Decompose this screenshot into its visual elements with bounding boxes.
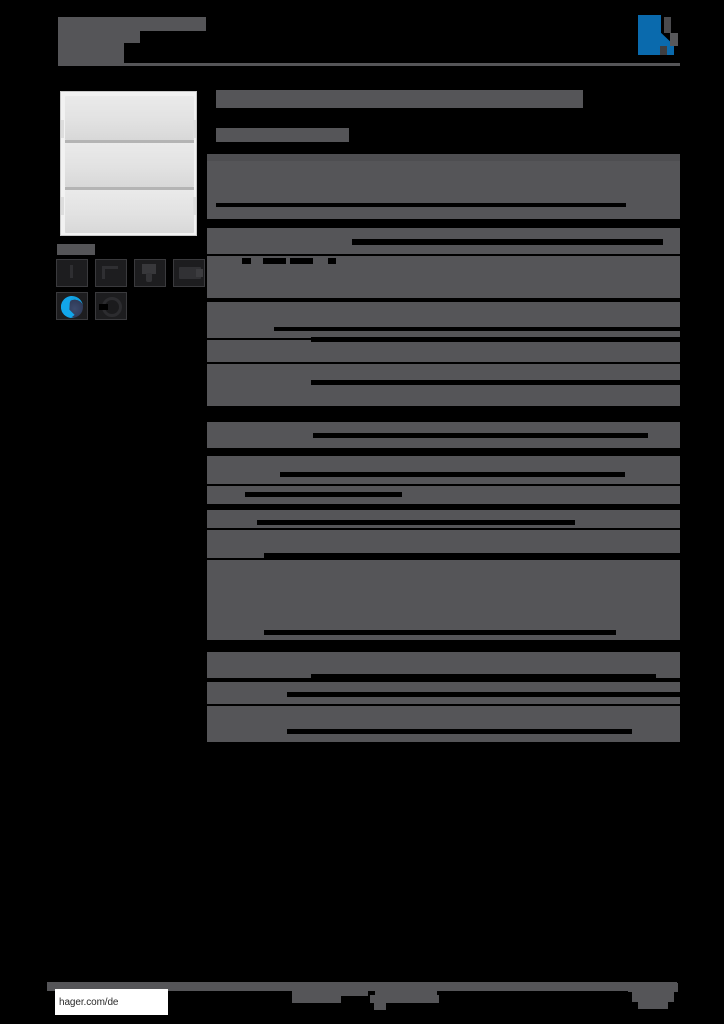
- spec-row: [207, 706, 680, 742]
- product-rocker-gap-1: [65, 140, 194, 143]
- thumb-art-switch-rocker: [70, 265, 73, 278]
- footer-center-line: [374, 1003, 386, 1010]
- footer-url-text: hager.com/de: [59, 996, 119, 1008]
- thumb-art-frame-top: [102, 266, 118, 269]
- document-title-line-1: [58, 17, 206, 31]
- product-rocker-bottom: [65, 190, 194, 233]
- product-rocker-top: [65, 96, 194, 140]
- footer-url-badge[interactable]: hager.com/de: [55, 989, 168, 1015]
- footer-right-line: [632, 992, 674, 1002]
- header-divider: [58, 63, 680, 66]
- spec-row-gap: [287, 729, 632, 734]
- spec-row: [207, 386, 680, 406]
- spec-row-gap: [245, 492, 402, 497]
- footer-center-line: [292, 986, 368, 996]
- footer-center-line: [375, 986, 437, 996]
- spec-row-gap: [216, 203, 626, 207]
- product-photo-3-gang-rocker-switch[interactable]: [60, 91, 197, 236]
- spec-row: [207, 486, 680, 504]
- product-subheading: [216, 128, 349, 142]
- thumbnail-separator-2: [128, 259, 133, 287]
- spec-row-gap: [352, 239, 663, 245]
- spec-row-gap: [257, 520, 575, 525]
- thumbnail-3-dimension-drawing[interactable]: [134, 259, 166, 287]
- thumb-art-notch: [99, 304, 108, 310]
- spec-row: [207, 272, 680, 298]
- footer-right-line: [628, 983, 678, 992]
- spec-row: [207, 207, 680, 219]
- logo-blue-stem: [638, 15, 661, 55]
- spec-row: [207, 510, 680, 528]
- thumbnail-6-round-module[interactable]: [95, 292, 127, 320]
- spec-row-gap: [264, 553, 680, 558]
- thumbnail-separator-1: [89, 259, 94, 287]
- spec-row-gap: [311, 380, 680, 385]
- spec-row: [207, 256, 680, 272]
- spec-row-gap: [290, 258, 313, 264]
- spec-row: [207, 652, 680, 678]
- thumb-art-frame-side: [102, 266, 105, 279]
- hager-logo-icon: [636, 11, 684, 55]
- thumbnail-separator-4: [89, 292, 94, 320]
- thumbnail-5-blue-sphere[interactable]: [56, 292, 88, 320]
- thumbnail-separator-3: [167, 259, 172, 287]
- gallery-label: [57, 244, 95, 255]
- spec-row-gap: [313, 433, 648, 438]
- spec-row: [207, 560, 680, 640]
- spec-row: [207, 161, 680, 211]
- page-header: [0, 0, 724, 78]
- logo-accent-1: [664, 17, 671, 33]
- product-notch-left-1: [61, 120, 64, 138]
- spec-row: [207, 456, 680, 484]
- footer-center-line: [292, 995, 341, 1003]
- thumb-art-module-stem: [146, 273, 152, 282]
- spec-row: [207, 340, 680, 362]
- product-rocker-gap-2: [65, 187, 194, 190]
- thumbnail-2-frame-corner[interactable]: [95, 259, 127, 287]
- product-notch-left-2: [61, 197, 64, 215]
- product-rocker-middle: [65, 143, 194, 187]
- spec-row-gap: [263, 258, 286, 264]
- spec-row-gap: [280, 472, 625, 477]
- logo-accent-3: [660, 46, 667, 55]
- document-title-line-2: [58, 31, 140, 43]
- spec-row-gap: [311, 674, 656, 679]
- document-subtitle-block: [58, 43, 124, 65]
- thumbnail-1-switch-front[interactable]: [56, 259, 88, 287]
- product-heading: [216, 90, 583, 108]
- spec-row-gap: [242, 258, 251, 264]
- spec-row-gap: [311, 337, 680, 342]
- logo-accent-2: [670, 33, 678, 46]
- footer-center-line: [370, 995, 439, 1003]
- thumb-art-side-body: [179, 267, 201, 279]
- product-notch-right-1: [193, 120, 196, 138]
- footer-right-line: [638, 1002, 668, 1009]
- thumb-art-module-body: [142, 264, 156, 274]
- spec-row-gap: [328, 258, 336, 264]
- thumb-art-side-tab: [196, 269, 203, 277]
- spec-row-gap: [274, 327, 680, 331]
- spec-row: [207, 302, 680, 338]
- spec-row-gap: [264, 630, 616, 635]
- spec-row-gap: [287, 692, 680, 697]
- spec-row: [207, 228, 680, 236]
- product-notch-right-2: [193, 197, 196, 215]
- thumbnail-4-side-view[interactable]: [173, 259, 205, 287]
